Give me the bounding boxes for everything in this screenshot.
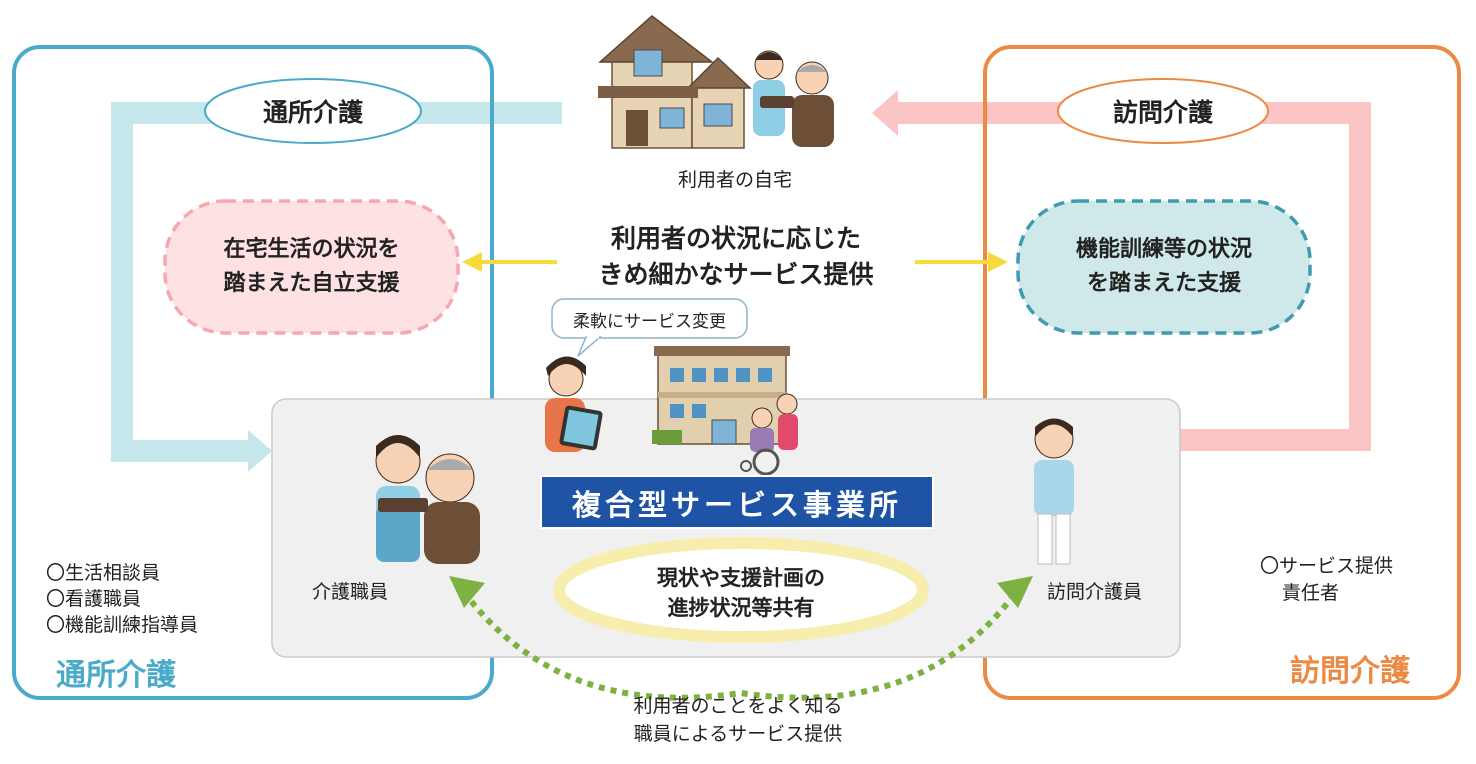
home-caregiver-elder-illustration [753, 50, 834, 147]
bottom-message: 利用者のことをよく知る 職員によるサービス提供 [566, 692, 910, 748]
houmon-corner-label: 訪問介護 [1290, 654, 1410, 689]
tsusho-support-line-2: 踏まえた自立支援 [223, 271, 400, 296]
staff-with-tablet-illustration [545, 356, 603, 452]
care-staff-illustration [375, 435, 480, 564]
houmon-staff-list: 〇サービス提供 責任者 [1260, 553, 1393, 607]
speech-bubble-text: 柔軟にサービス変更 [573, 312, 726, 332]
speech-bubble-shape [551, 298, 748, 357]
tsusho-support-line-1: 在宅生活の状況を [223, 237, 400, 262]
center-message: 利用者の状況に応じた きめ細かなサービス提供 [566, 221, 906, 293]
office-banner-title: 複合型サービス事業所 [571, 488, 902, 522]
yellow-arrow-right [915, 252, 1008, 272]
share-ellipse [553, 537, 929, 643]
houmon-support-line-1: 機能訓練等の状況 [1075, 237, 1252, 262]
bottom-message-line-2: 職員によるサービス提供 [633, 723, 843, 745]
home-helper-illustration [1034, 418, 1074, 565]
tsusho-staff-1: 〇生活相談員 [46, 562, 161, 584]
home-helper-label: 訪問介護員 [1047, 581, 1143, 603]
share-text: 現状や支援計画の 進捗状況等共有 [600, 563, 882, 623]
share-line-2: 進捗状況等共有 [667, 596, 815, 620]
houmon-support-line-2: を踏まえた支援 [1086, 271, 1241, 296]
tsusho-header-oval [204, 78, 422, 144]
bottom-message-line-1: 利用者のことをよく知る [633, 695, 843, 717]
houmon-frame [983, 45, 1461, 700]
yellow-arrow-left [462, 252, 557, 272]
houmon-staff-1: 〇サービス提供 [1260, 555, 1394, 577]
houmon-header-oval [1057, 78, 1269, 144]
tsusho-staff-list: 〇生活相談員 〇看護職員 〇機能訓練指導員 [46, 560, 198, 638]
houmon-staff-2: 責任者 [1282, 582, 1340, 604]
house-illustration [598, 15, 752, 149]
tsusho-header-label: 通所介護 [262, 98, 363, 127]
center-message-line-2: きめ細かなサービス提供 [598, 260, 874, 289]
houmon-support-text: 機能訓練等の状況 を踏まえた支援 [1018, 201, 1310, 333]
houmon-header-label: 訪問介護 [1112, 98, 1213, 127]
office-banner-bg [541, 476, 933, 528]
houmon-support-pill [1016, 199, 1312, 335]
tsusho-support-pill [163, 199, 460, 335]
wheelchair-illustration [740, 393, 798, 476]
care-staff-label: 介護職員 [312, 581, 389, 603]
tsusho-staff-3: 〇機能訓練指導員 [46, 614, 199, 636]
tsusho-frame [12, 45, 494, 700]
tsusho-corner-label: 通所介護 [56, 658, 176, 693]
green-dotted-arrow [449, 576, 1033, 701]
tsusho-staff-2: 〇看護職員 [46, 588, 142, 610]
share-line-1: 現状や支援計画の [657, 566, 825, 590]
home-caption: 利用者の自宅 [677, 169, 792, 191]
tsusho-support-text: 在宅生活の状況を 踏まえた自立支援 [165, 201, 458, 333]
center-message-line-1: 利用者の状況に応じた [610, 224, 861, 253]
